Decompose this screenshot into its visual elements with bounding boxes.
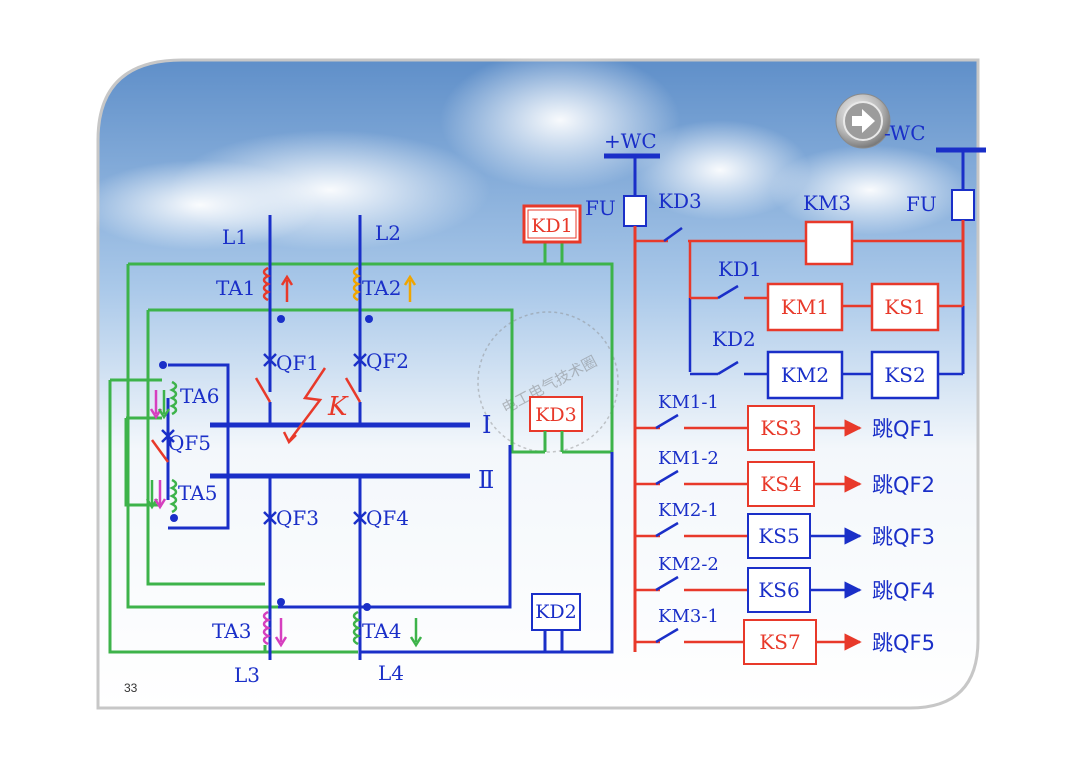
trip-relay-label: KS5 — [758, 524, 799, 548]
polarity-dots — [159, 315, 373, 611]
line-l2-label: L2 — [375, 221, 401, 245]
svg-text:FU: FU — [906, 192, 937, 216]
bus-1-label: Ⅰ — [482, 411, 491, 439]
svg-text:FU: FU — [585, 196, 616, 220]
trip-contact-label: KM1-2 — [658, 448, 719, 469]
km3-row — [635, 220, 963, 372]
qf3-label: QF3 — [276, 506, 319, 530]
ta5-label: TA5 — [178, 481, 217, 505]
qf1-label: QF1 — [276, 351, 319, 375]
ta1-label: TA1 — [216, 276, 255, 300]
page-number: 33 — [124, 681, 138, 695]
fault-lightning-icon — [282, 367, 327, 445]
km3-label: KM3 — [803, 191, 851, 215]
trip-contact-label: KM3-1 — [658, 606, 719, 627]
line-l4-label: L4 — [378, 661, 404, 685]
current-arrows — [145, 274, 423, 648]
line-l3-label: L3 — [234, 663, 260, 687]
ta3-label: TA3 — [212, 619, 251, 643]
trip-contact-label: KM2-2 — [658, 554, 719, 575]
trip-contact-label: KM1-1 — [658, 392, 719, 413]
ks2-label: KS2 — [884, 363, 925, 387]
trip-action-label: 跳QF4 — [872, 579, 935, 603]
fault-label: K — [327, 392, 349, 422]
trip-relay-label: KS7 — [759, 630, 800, 654]
trip-action-label: 跳QF3 — [872, 525, 935, 549]
qf2-label: QF2 — [366, 349, 409, 373]
km2-label: KM2 — [781, 363, 829, 387]
trip-relay-label: KS4 — [760, 472, 801, 496]
ks1-label: KS1 — [884, 295, 925, 319]
relay-kd2: KD2 — [531, 593, 581, 631]
next-arrow-button[interactable] — [835, 93, 891, 149]
ta4-label: TA4 — [362, 619, 401, 643]
kd1-contact-label: KD1 — [718, 257, 762, 281]
relay-kd1: KD1 — [522, 204, 582, 244]
bus-2-label: Ⅱ — [478, 466, 494, 494]
trip-relay-label: KS6 — [758, 578, 799, 602]
km1-row — [690, 282, 963, 332]
trip-contact-label: KM2-1 — [658, 500, 719, 521]
primary-lines — [166, 215, 614, 660]
breaker-x-marks — [161, 353, 367, 525]
km2-row — [690, 350, 963, 400]
trip-relay-label: KS3 — [760, 416, 801, 440]
ta2-label: TA2 — [362, 276, 401, 300]
qf4-label: QF4 — [366, 506, 409, 530]
qf5-label: QF5 — [168, 431, 211, 455]
svg-text:KD2: KD2 — [535, 601, 577, 623]
line-l1-label: L1 — [222, 225, 248, 249]
svg-text:KD3: KD3 — [535, 404, 577, 426]
breaker-contacts — [150, 377, 362, 463]
km1-label: KM1 — [781, 295, 829, 319]
ta6-label: TA6 — [180, 384, 219, 408]
kd3-contact-label: KD3 — [658, 189, 702, 213]
svg-text:KD1: KD1 — [531, 215, 573, 237]
trip-action-label: 跳QF1 — [872, 417, 935, 441]
control-rails — [633, 150, 965, 652]
plus-wc-label: +WC — [604, 129, 657, 153]
arrow-right-icon — [852, 109, 875, 133]
ct-coils — [169, 266, 361, 646]
kd2-contact-label: KD2 — [712, 327, 756, 351]
fuse-right: FU — [906, 189, 975, 221]
relay-kd3: KD3 — [529, 396, 583, 452]
trip-action-label: 跳QF2 — [872, 473, 935, 497]
trip-action-label: 跳QF5 — [872, 631, 935, 655]
minus-wc-label: -WC — [884, 121, 926, 145]
